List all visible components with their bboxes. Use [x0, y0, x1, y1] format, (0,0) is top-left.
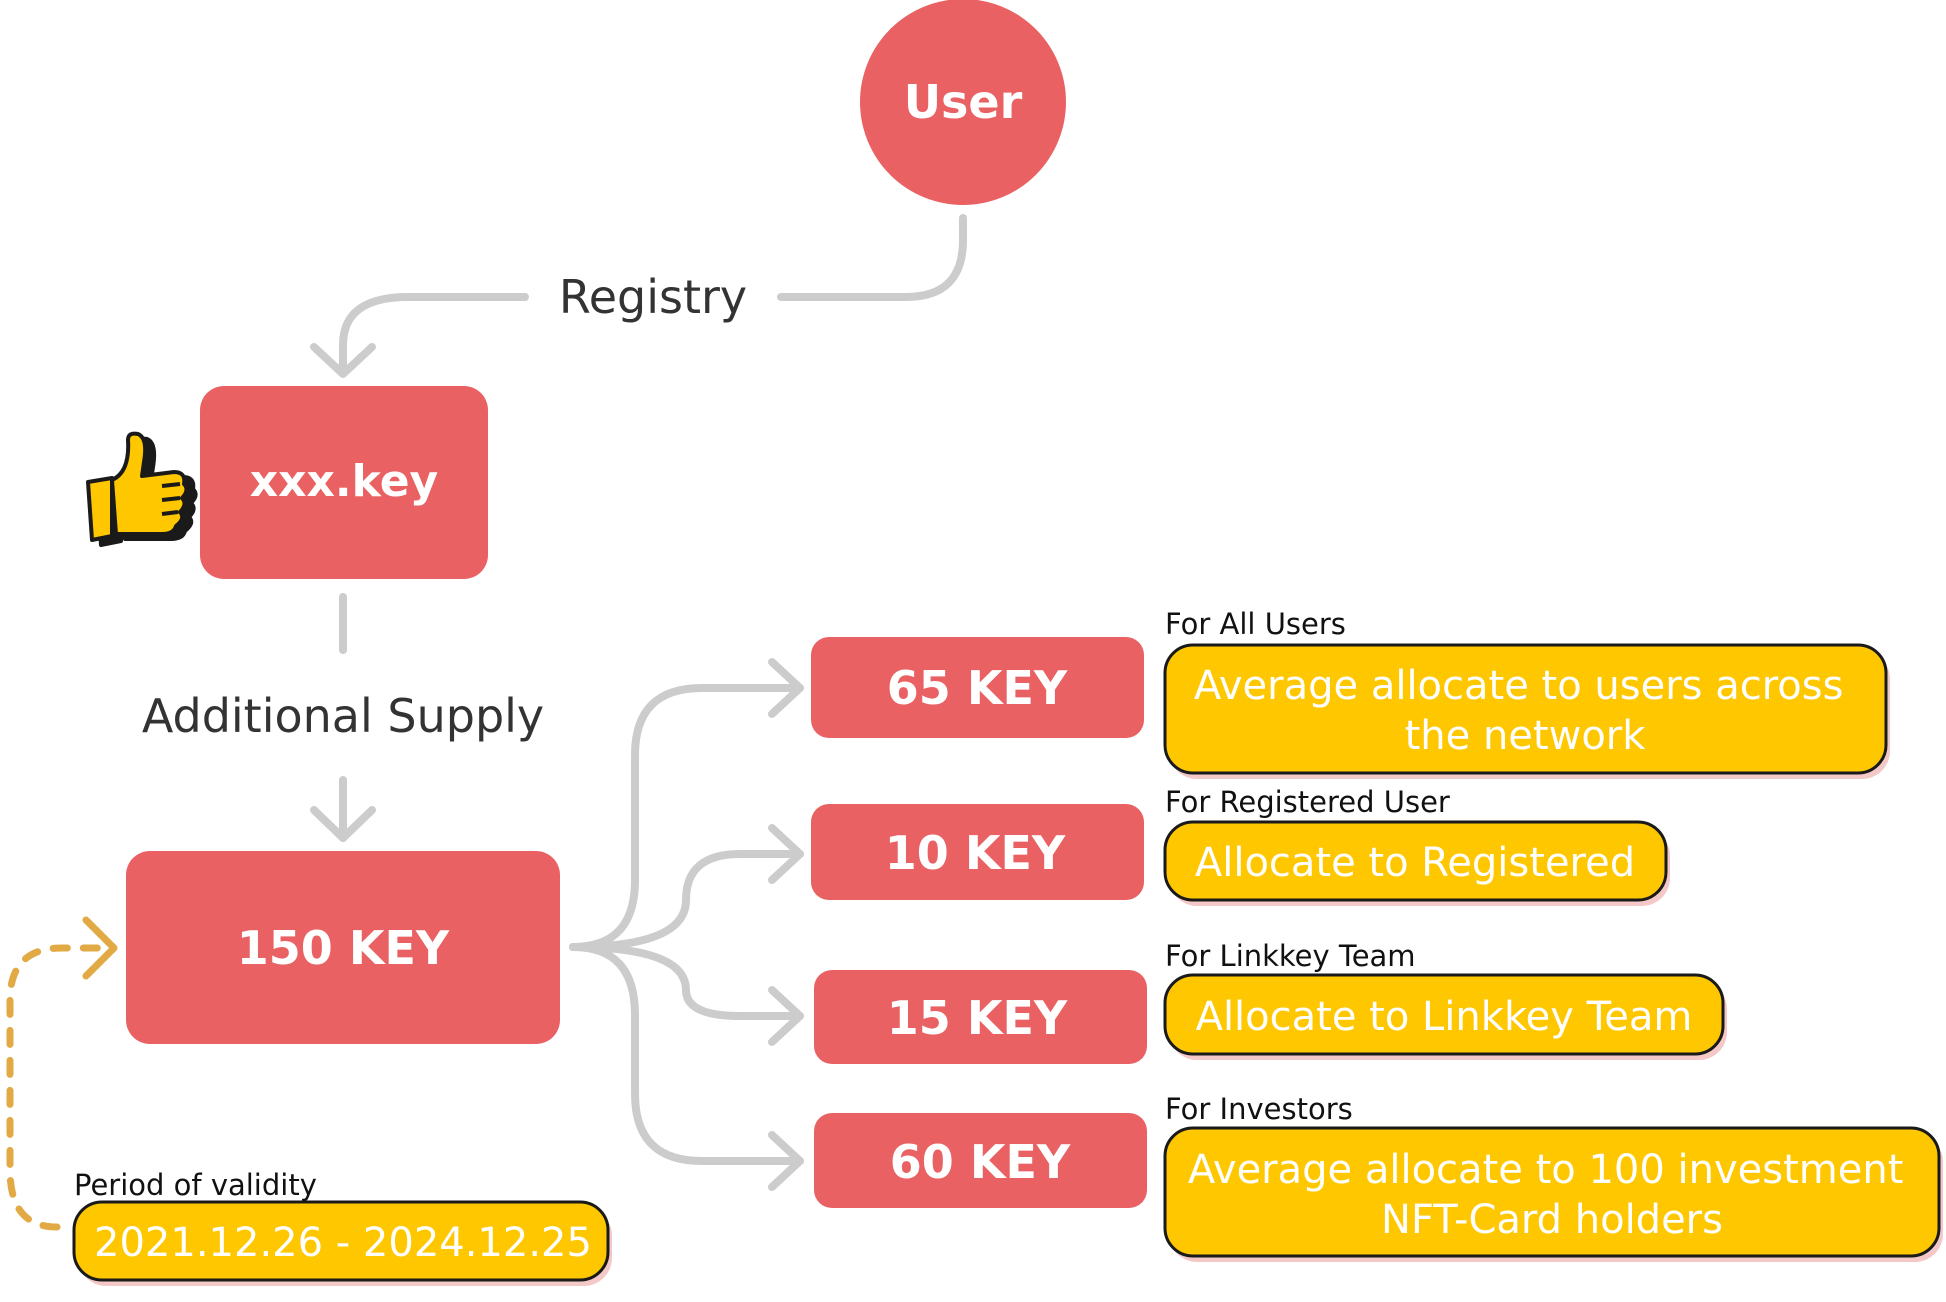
validity-value: 2021.12.26 - 2024.12.25 — [94, 1220, 592, 1266]
validity-caption: Period of validity — [74, 1168, 317, 1202]
allocation-label: 60 KEY — [890, 1135, 1071, 1189]
arrowhead-60-key — [768, 1131, 804, 1191]
note-validity: Period of validity 2021.12.26 - 2024.12.… — [72, 1168, 612, 1286]
note-line: Average allocate to users across — [1194, 663, 1844, 709]
note-registered-user: For Registered User Allocate to Register… — [1163, 785, 1670, 906]
branch-to-10-key — [569, 850, 804, 951]
allocation-label: 10 KEY — [885, 826, 1066, 880]
arrowhead-domain — [310, 343, 376, 378]
note-line: Average allocate to 100 investment — [1188, 1147, 1904, 1193]
arrowhead-validity — [82, 916, 118, 980]
allocation-node — [811, 637, 1144, 738]
arrowhead-65-key — [768, 658, 804, 718]
note-text: Average allocate to users across the net… — [1194, 663, 1856, 759]
validity-arrow — [6, 916, 118, 1231]
arrowhead-15-key — [768, 986, 804, 1046]
note-box — [1163, 973, 1725, 1056]
registry-label: Registry — [559, 270, 747, 324]
note-text: Allocate to Linkkey Team — [1196, 994, 1693, 1040]
thumbs-up-icon — [86, 431, 198, 547]
domain-label: xxx.key — [250, 456, 438, 507]
allocation-node — [814, 1113, 1147, 1208]
note-line: the network — [1405, 713, 1647, 759]
allocation-10: 10 KEY — [811, 804, 1144, 900]
user-label: User — [904, 75, 1023, 129]
note-line: NFT-Card holders — [1381, 1197, 1723, 1243]
allocation-node — [811, 804, 1144, 900]
additional-supply-label: Additional Supply — [142, 689, 544, 743]
note-caption: For Investors — [1165, 1092, 1353, 1126]
note-box — [1163, 643, 1888, 775]
validity-dashed-connector — [6, 944, 109, 1231]
note-linkkey-team: For Linkkey Team Allocate to Linkkey Tea… — [1163, 939, 1727, 1060]
total-supply-node — [126, 851, 560, 1044]
user-node — [860, 0, 1066, 205]
allocation-15: 15 KEY — [814, 970, 1147, 1064]
branch-to-65-key — [569, 684, 804, 951]
note-text: Allocate to Registered — [1195, 840, 1635, 886]
note-box — [1163, 1126, 1941, 1258]
allocation-60: 60 KEY — [814, 1113, 1147, 1208]
branch-to-60-key — [569, 943, 804, 1165]
note-all-users: For All Users Average allocate to users … — [1163, 607, 1890, 779]
note-investors: For Investors Average allocate to 100 in… — [1163, 1092, 1943, 1262]
note-box — [72, 1200, 610, 1282]
allocation-label: 15 KEY — [887, 991, 1068, 1045]
allocation-label: 65 KEY — [887, 661, 1068, 715]
connector-registry-to-domain — [339, 293, 529, 376]
note-caption: For Registered User — [1165, 785, 1450, 819]
connector-user-to-registry — [777, 214, 967, 301]
connectors — [310, 214, 967, 1191]
note-text: Average allocate to 100 investment NFT-C… — [1188, 1147, 1916, 1243]
branch-to-15-key — [569, 943, 804, 1020]
arrowhead-10-key — [768, 824, 804, 884]
allocation-node — [814, 970, 1147, 1064]
note-caption: For All Users — [1165, 607, 1346, 641]
note-caption: For Linkkey Team — [1165, 939, 1416, 973]
allocation-65: 65 KEY — [811, 637, 1144, 738]
total-supply-label: 150 KEY — [237, 921, 450, 975]
arrowhead-total — [310, 806, 376, 842]
note-box — [1163, 820, 1668, 902]
domain-node — [200, 386, 488, 579]
